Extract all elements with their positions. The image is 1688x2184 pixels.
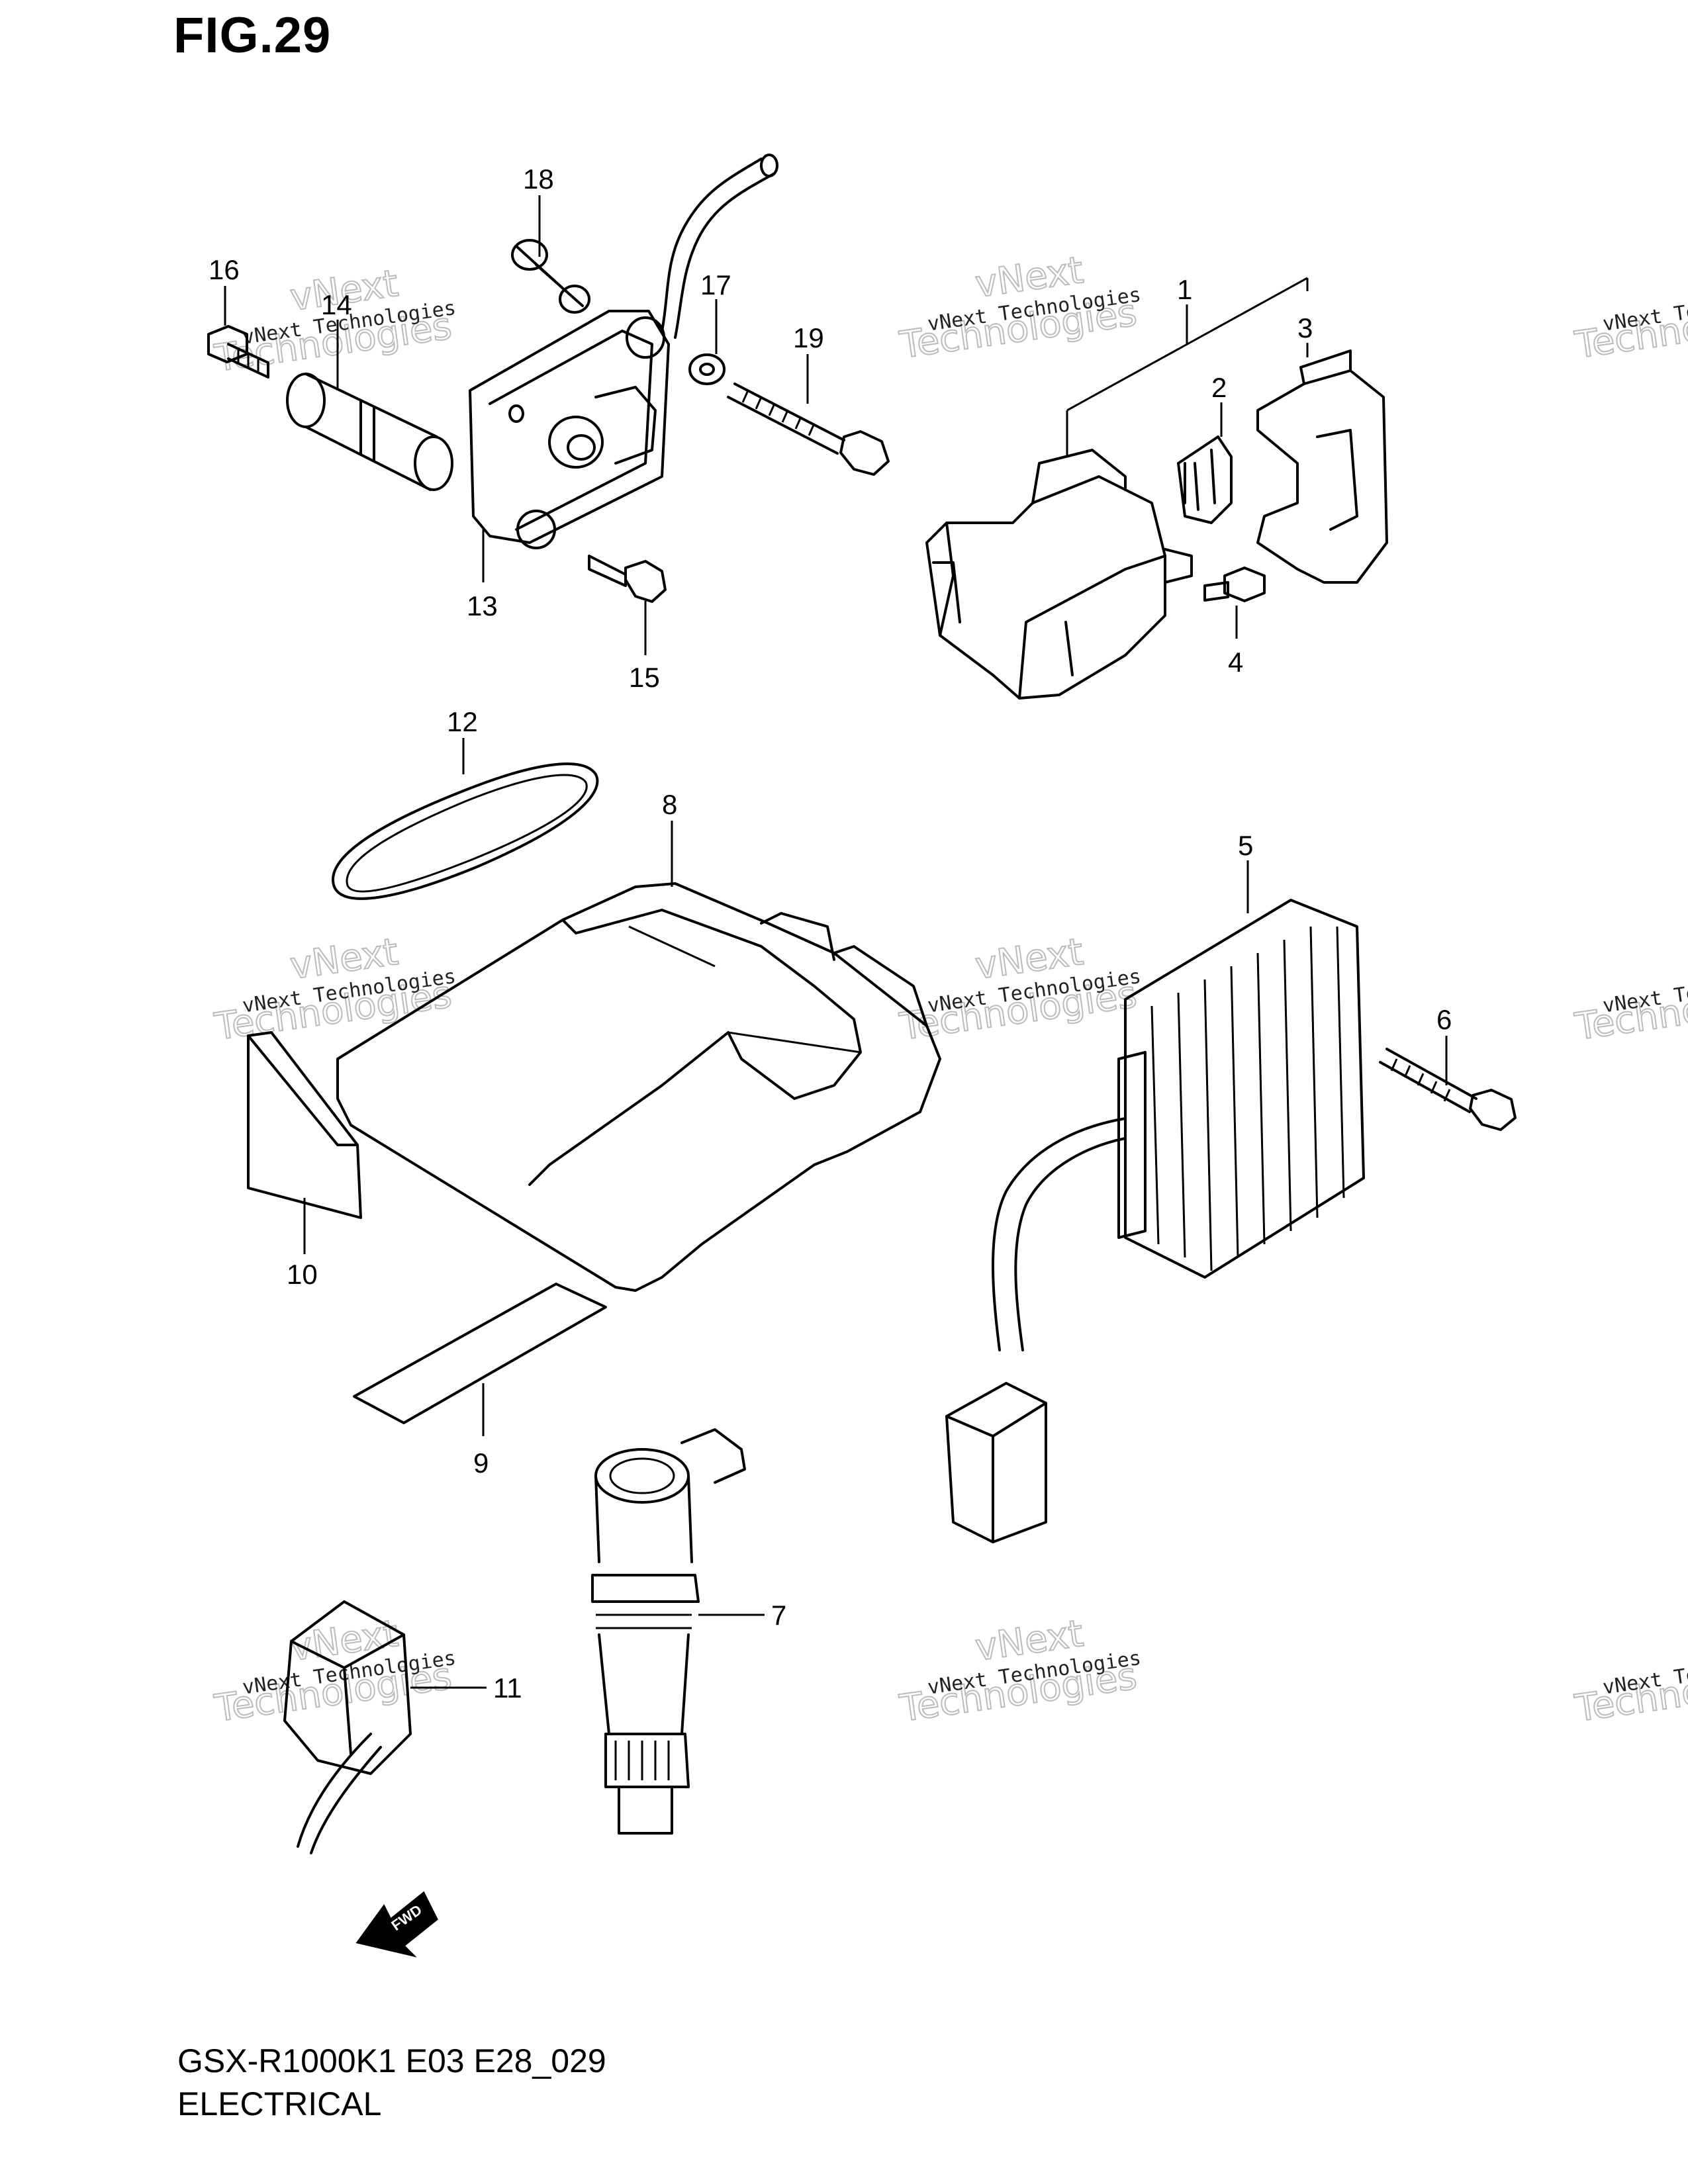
watermark-group: Technologies vNext vNext Technologies Te…: [211, 248, 1688, 1731]
part-2-fuse: [1177, 402, 1233, 524]
callout-18: 18: [523, 163, 554, 195]
figure-name: ELECTRICAL: [177, 2085, 382, 2122]
part-16-bolt: [207, 286, 269, 379]
callout-16: 16: [209, 254, 240, 285]
callout-1: 1: [1177, 274, 1192, 305]
callout-6: 6: [1436, 1004, 1452, 1035]
callout-2: 2: [1211, 372, 1227, 403]
callout-12: 12: [447, 706, 478, 737]
part-14-collar: [286, 320, 453, 491]
callout-14: 14: [321, 289, 352, 320]
part-13-sensor: [469, 154, 778, 582]
part-10-label: [247, 1031, 362, 1254]
watermark-bottom-center: Technologies vNext vNext Technologies: [896, 1612, 1143, 1731]
watermark-top-center: Technologies vNext vNext Technologies: [896, 248, 1143, 368]
figure-title: FIG.29: [173, 7, 332, 64]
part-11-tip-over-sensor: [283, 1600, 487, 1854]
part-1-starter-relay: [925, 277, 1309, 700]
fwd-arrow-icon: FWD: [355, 1891, 438, 1958]
callout-4: 4: [1228, 647, 1243, 678]
part-8-ecm: [336, 821, 941, 1292]
callout-17: 17: [700, 269, 731, 300]
callout-3: 3: [1297, 312, 1313, 343]
part-19-long-bolt: [727, 354, 890, 476]
callout-15: 15: [629, 662, 660, 693]
callout-11: 11: [493, 1672, 522, 1704]
watermark-bottom-left: Technologies vNext vNext Technologies: [211, 1612, 457, 1731]
part-18-cushion: [511, 195, 590, 314]
part-15-screw: [588, 555, 667, 655]
part-3-relay-cover: [1256, 343, 1388, 584]
callout-13: 13: [467, 590, 498, 621]
watermark-bottom-right: Technologies vNext Technologies: [1571, 1647, 1688, 1731]
watermark-mid-left: Technologies vNext vNext Technologies: [211, 930, 457, 1050]
callout-labels: 1 2 3 4 5 6 7 8 9 10 11 12 13 14 15 16 1…: [209, 163, 1452, 1704]
watermark-mid-right: Technologies vNext Technologies: [1571, 965, 1688, 1050]
part-4-bolt: [1203, 567, 1266, 639]
part-5-regulator: [945, 860, 1365, 1543]
callout-7: 7: [771, 1600, 786, 1631]
part-6-bolt: [1379, 1036, 1517, 1131]
watermark-top-right: Technologies vNext Technologies: [1571, 283, 1688, 368]
part-9-pad: [353, 1283, 607, 1436]
figure-code: GSX-R1000K1 E03 E28_029: [177, 2042, 606, 2079]
part-7-ignition-coil: [591, 1428, 765, 1835]
part-12-seal: [332, 738, 599, 900]
callout-19: 19: [793, 322, 824, 353]
callout-10: 10: [287, 1259, 318, 1290]
callout-9: 9: [473, 1447, 489, 1479]
part-17-washer: [688, 299, 726, 385]
callout-5: 5: [1238, 830, 1253, 861]
callout-8: 8: [662, 789, 677, 820]
